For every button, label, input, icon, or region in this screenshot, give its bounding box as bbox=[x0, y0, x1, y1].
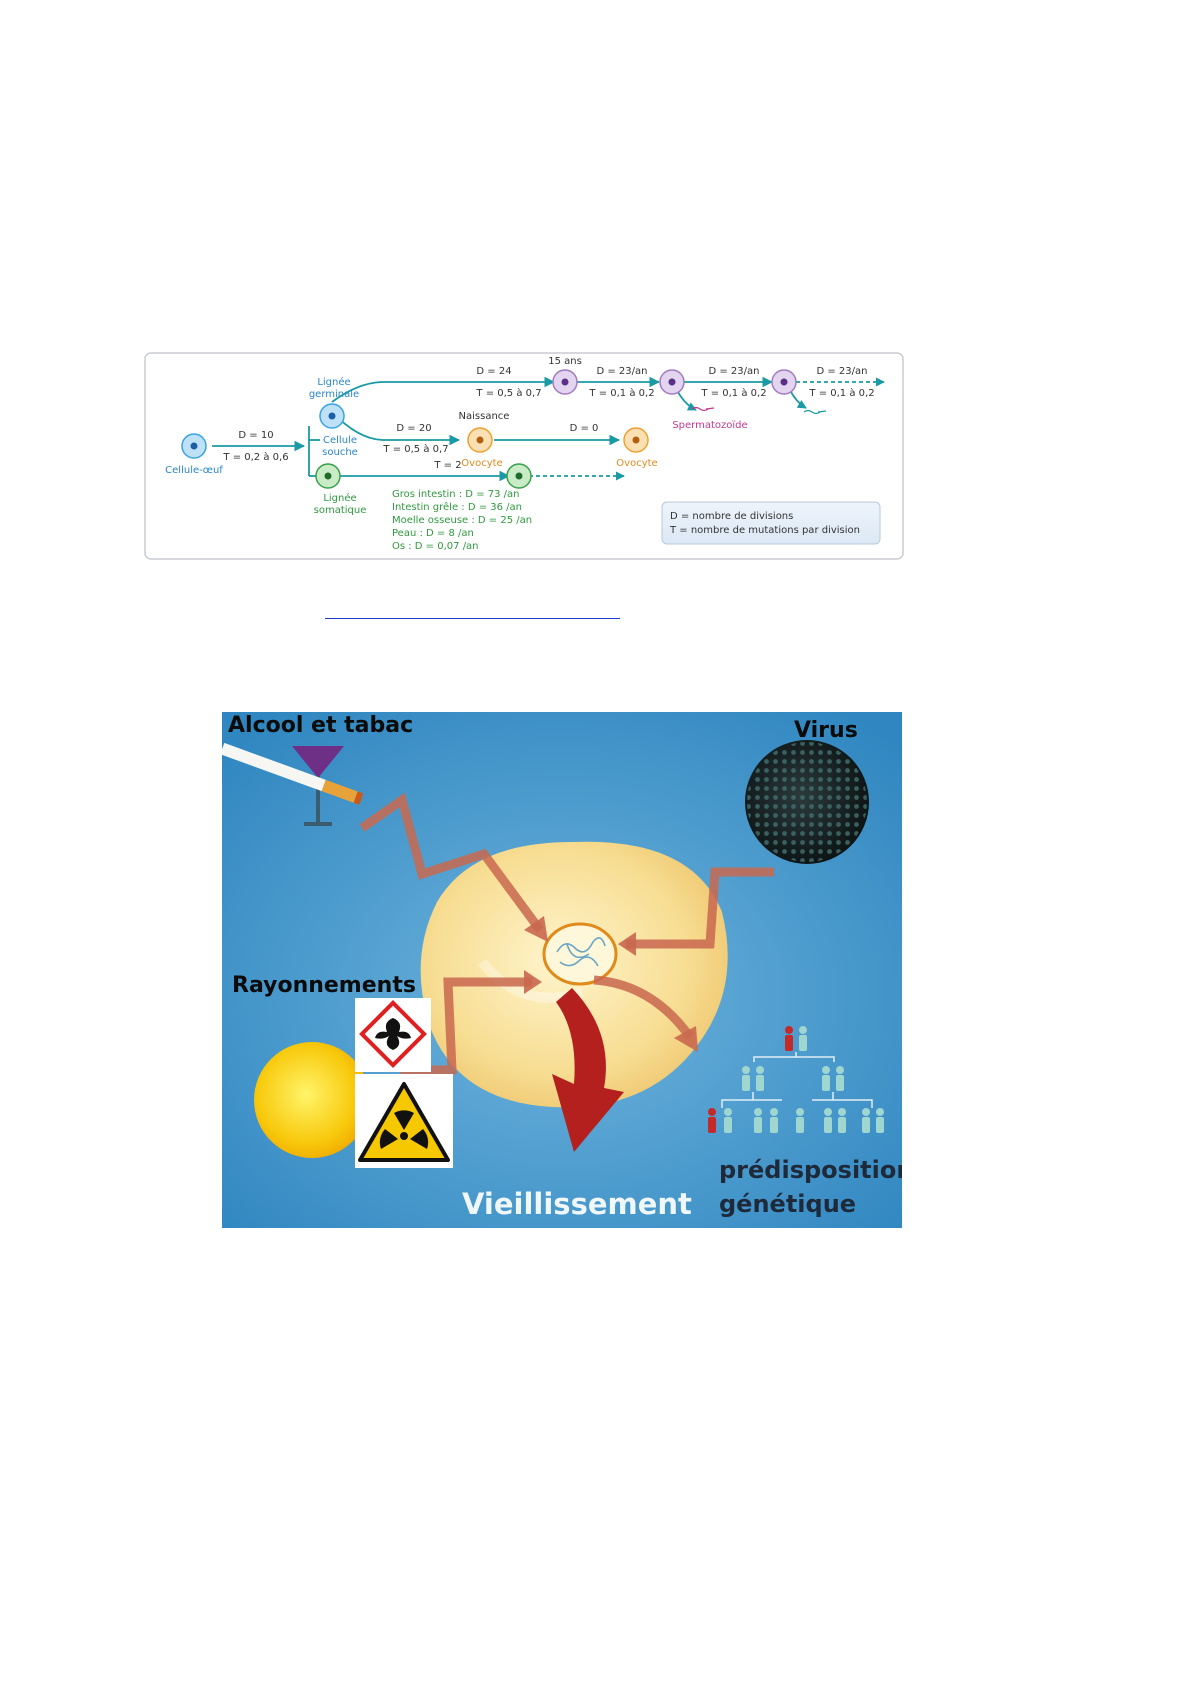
label-somatique-1: Lignée bbox=[323, 492, 356, 504]
edge-label-e5-d: D = 23/an bbox=[817, 366, 868, 377]
label-ovocyte-2: Ovocyte bbox=[616, 458, 657, 469]
cell-lineage-diagram: Cellule-œuf Lignée germinale Cellule sou… bbox=[144, 352, 904, 560]
label-15ans: 15 ans bbox=[548, 356, 582, 367]
label-souche-2: souche bbox=[322, 447, 358, 458]
edge-souche-15ans bbox=[331, 376, 556, 403]
edge-label-e1-d: D = 10 bbox=[238, 430, 273, 441]
cell-ovocyte-2 bbox=[623, 427, 649, 453]
label-oeuf: Cellule-œuf bbox=[165, 465, 223, 476]
edge-label-e6-t: T = 0,5 à 0,7 bbox=[382, 443, 448, 455]
mutation-factors-illustration: Alcool et tabac Virus Rayonnements Vieil… bbox=[222, 712, 902, 1228]
sun-icon bbox=[254, 1042, 370, 1158]
edge-label-e4-d: D = 23/an bbox=[709, 366, 760, 377]
virus-icon bbox=[745, 740, 869, 864]
label-genetique: génétique bbox=[719, 1190, 856, 1218]
health-hazard-icon bbox=[355, 998, 431, 1072]
edge-label-e5-t: T = 0,1 à 0,2 bbox=[808, 387, 874, 399]
somatic-item: Os : D = 0,07 /an bbox=[392, 541, 479, 552]
somatic-item: Moelle osseuse : D = 25 /an bbox=[392, 515, 532, 526]
somatic-division-list: Gros intestin : D = 73 /an Intestin grêl… bbox=[392, 489, 532, 552]
label-rayonnements: Rayonnements bbox=[232, 973, 416, 998]
label-vieillissement: Vieillissement bbox=[462, 1187, 692, 1221]
edge-label-e4-t: T = 0,1 à 0,2 bbox=[700, 387, 766, 399]
cell-purple-2 bbox=[659, 369, 685, 395]
somatic-item: Peau : D = 8 /an bbox=[392, 528, 474, 539]
sperm-icon-2 bbox=[803, 409, 827, 415]
label-somatique-2: somatique bbox=[314, 505, 367, 516]
edge-label-e7-d: D = 0 bbox=[570, 423, 599, 434]
legend-d: D = nombre de divisions bbox=[670, 511, 793, 522]
label-predisposition: prédisposition bbox=[719, 1156, 902, 1184]
cell-15ans bbox=[552, 369, 578, 395]
somatic-item: Intestin grêle : D = 36 /an bbox=[392, 501, 522, 513]
somatic-item: Gros intestin : D = 73 /an bbox=[392, 489, 520, 500]
legend-box: D = nombre de divisions T = nombre de mu… bbox=[661, 501, 881, 545]
cocktail-glass-icon bbox=[292, 746, 344, 826]
cell-oeuf bbox=[181, 433, 207, 459]
sperm-icon bbox=[691, 406, 715, 412]
edge-label-e6-d: D = 20 bbox=[396, 423, 431, 434]
edge-label-e2-t: T = 0,5 à 0,7 bbox=[475, 387, 541, 399]
family-tree-icon bbox=[708, 1026, 884, 1133]
label-souche-1: Cellule bbox=[323, 435, 357, 446]
label-alcool: Alcool et tabac bbox=[228, 713, 413, 738]
label-ovocyte-1: Ovocyte bbox=[461, 458, 502, 469]
legend-t: T = nombre de mutations par division bbox=[669, 525, 860, 536]
label-spermatozoide: Spermatozoïde bbox=[672, 420, 747, 431]
cell-souche bbox=[319, 403, 345, 429]
label-germinale-1: Lignée bbox=[317, 376, 350, 388]
link-underline bbox=[325, 618, 620, 619]
label-germinale-2: germinale bbox=[309, 389, 359, 400]
label-naissance: Naissance bbox=[459, 411, 510, 422]
edge-label-e3-d: D = 23/an bbox=[597, 366, 648, 377]
cell-somatique-2 bbox=[506, 463, 532, 489]
arrow-virus bbox=[626, 867, 774, 949]
cell-purple-3 bbox=[771, 369, 797, 395]
cigarette-icon bbox=[222, 742, 364, 805]
arrow-alcool bbox=[359, 792, 544, 933]
edge-label-e2-d: D = 24 bbox=[476, 366, 511, 377]
cell-ovocyte-1 bbox=[467, 427, 493, 453]
cell-somatique bbox=[315, 463, 341, 489]
edge-label-e8-t: T = 2 bbox=[433, 460, 461, 471]
arrow-predisposition bbox=[593, 975, 694, 1040]
label-virus: Virus bbox=[794, 718, 858, 743]
radiation-icon bbox=[355, 1074, 453, 1168]
edge-label-e3-t: T = 0,1 à 0,2 bbox=[588, 387, 654, 399]
nucleus bbox=[542, 922, 618, 986]
arrow-vieillissement bbox=[552, 988, 624, 1152]
edge-label-e1-t: T = 0,2 à 0,6 bbox=[222, 451, 288, 463]
